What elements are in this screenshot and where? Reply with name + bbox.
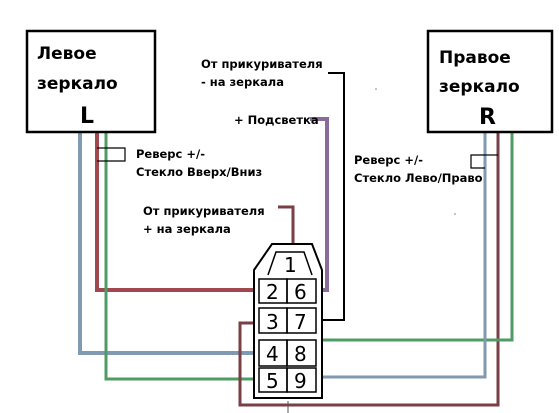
left-reverse-bracket	[97, 147, 126, 162]
left-mirror-box: Левое зеркало L	[25, 29, 157, 134]
wire-darkred-pin3-to-right	[238, 132, 500, 407]
right-mirror-title-line1: Правое	[439, 48, 511, 68]
wire-green-left-to-pin5	[104, 130, 260, 381]
pin-4: 4	[266, 342, 279, 366]
pin-3: 3	[266, 310, 279, 334]
note-cig-minus-line2: - на зеркала	[201, 75, 284, 89]
wire-black-cig-minus-to-pin7	[316, 72, 345, 321]
note-cig-minus-line1: От прикуривателя	[201, 57, 323, 71]
wire-red-left-to-pin2	[95, 130, 260, 292]
note-backlight: + Подсветка	[234, 113, 319, 127]
left-mirror-title-line1: Левое	[37, 44, 97, 64]
right-mirror-title-line2: зеркало	[439, 77, 520, 97]
note-right-reverse-line2: Стекло Лево/Право	[354, 171, 483, 185]
note-cig-plus-line2: + на зеркала	[143, 222, 231, 236]
note-left-reverse-line1: Реверс +/-	[136, 147, 205, 161]
wire-brown-cig-plus-to-pin1	[278, 205, 295, 257]
pin-5: 5	[266, 369, 279, 393]
note-left-reverse-line2: Стекло Вверх/Вниз	[136, 165, 262, 179]
wire-blue-pin9-to-right	[316, 132, 487, 379]
pin-7: 7	[294, 310, 307, 334]
pin-8: 8	[294, 342, 307, 366]
note-right-reverse-line1: Реверс +/-	[354, 153, 423, 167]
wire-green-pin8-to-right	[316, 132, 514, 342]
left-mirror-letter: L	[80, 104, 94, 129]
right-reverse-bracket	[470, 154, 498, 169]
note-cig-plus-line1: От прикуривателя	[143, 204, 265, 218]
annotations: От прикуривателя - на зеркала + Подсветк…	[136, 57, 483, 236]
pin-2: 2	[266, 280, 279, 304]
wires	[78, 72, 514, 413]
right-mirror-box: Правое зеркало R	[426, 29, 554, 134]
pin-6: 6	[294, 280, 307, 304]
pin-9: 9	[294, 369, 307, 393]
left-mirror-title-line2: зеркало	[37, 74, 118, 94]
right-mirror-letter: R	[479, 105, 496, 130]
wire-blue-left-to-pin4	[78, 130, 260, 355]
pin-1: 1	[284, 253, 297, 277]
connector: 1 2 6 3 7 4 8 5 9	[253, 243, 323, 399]
